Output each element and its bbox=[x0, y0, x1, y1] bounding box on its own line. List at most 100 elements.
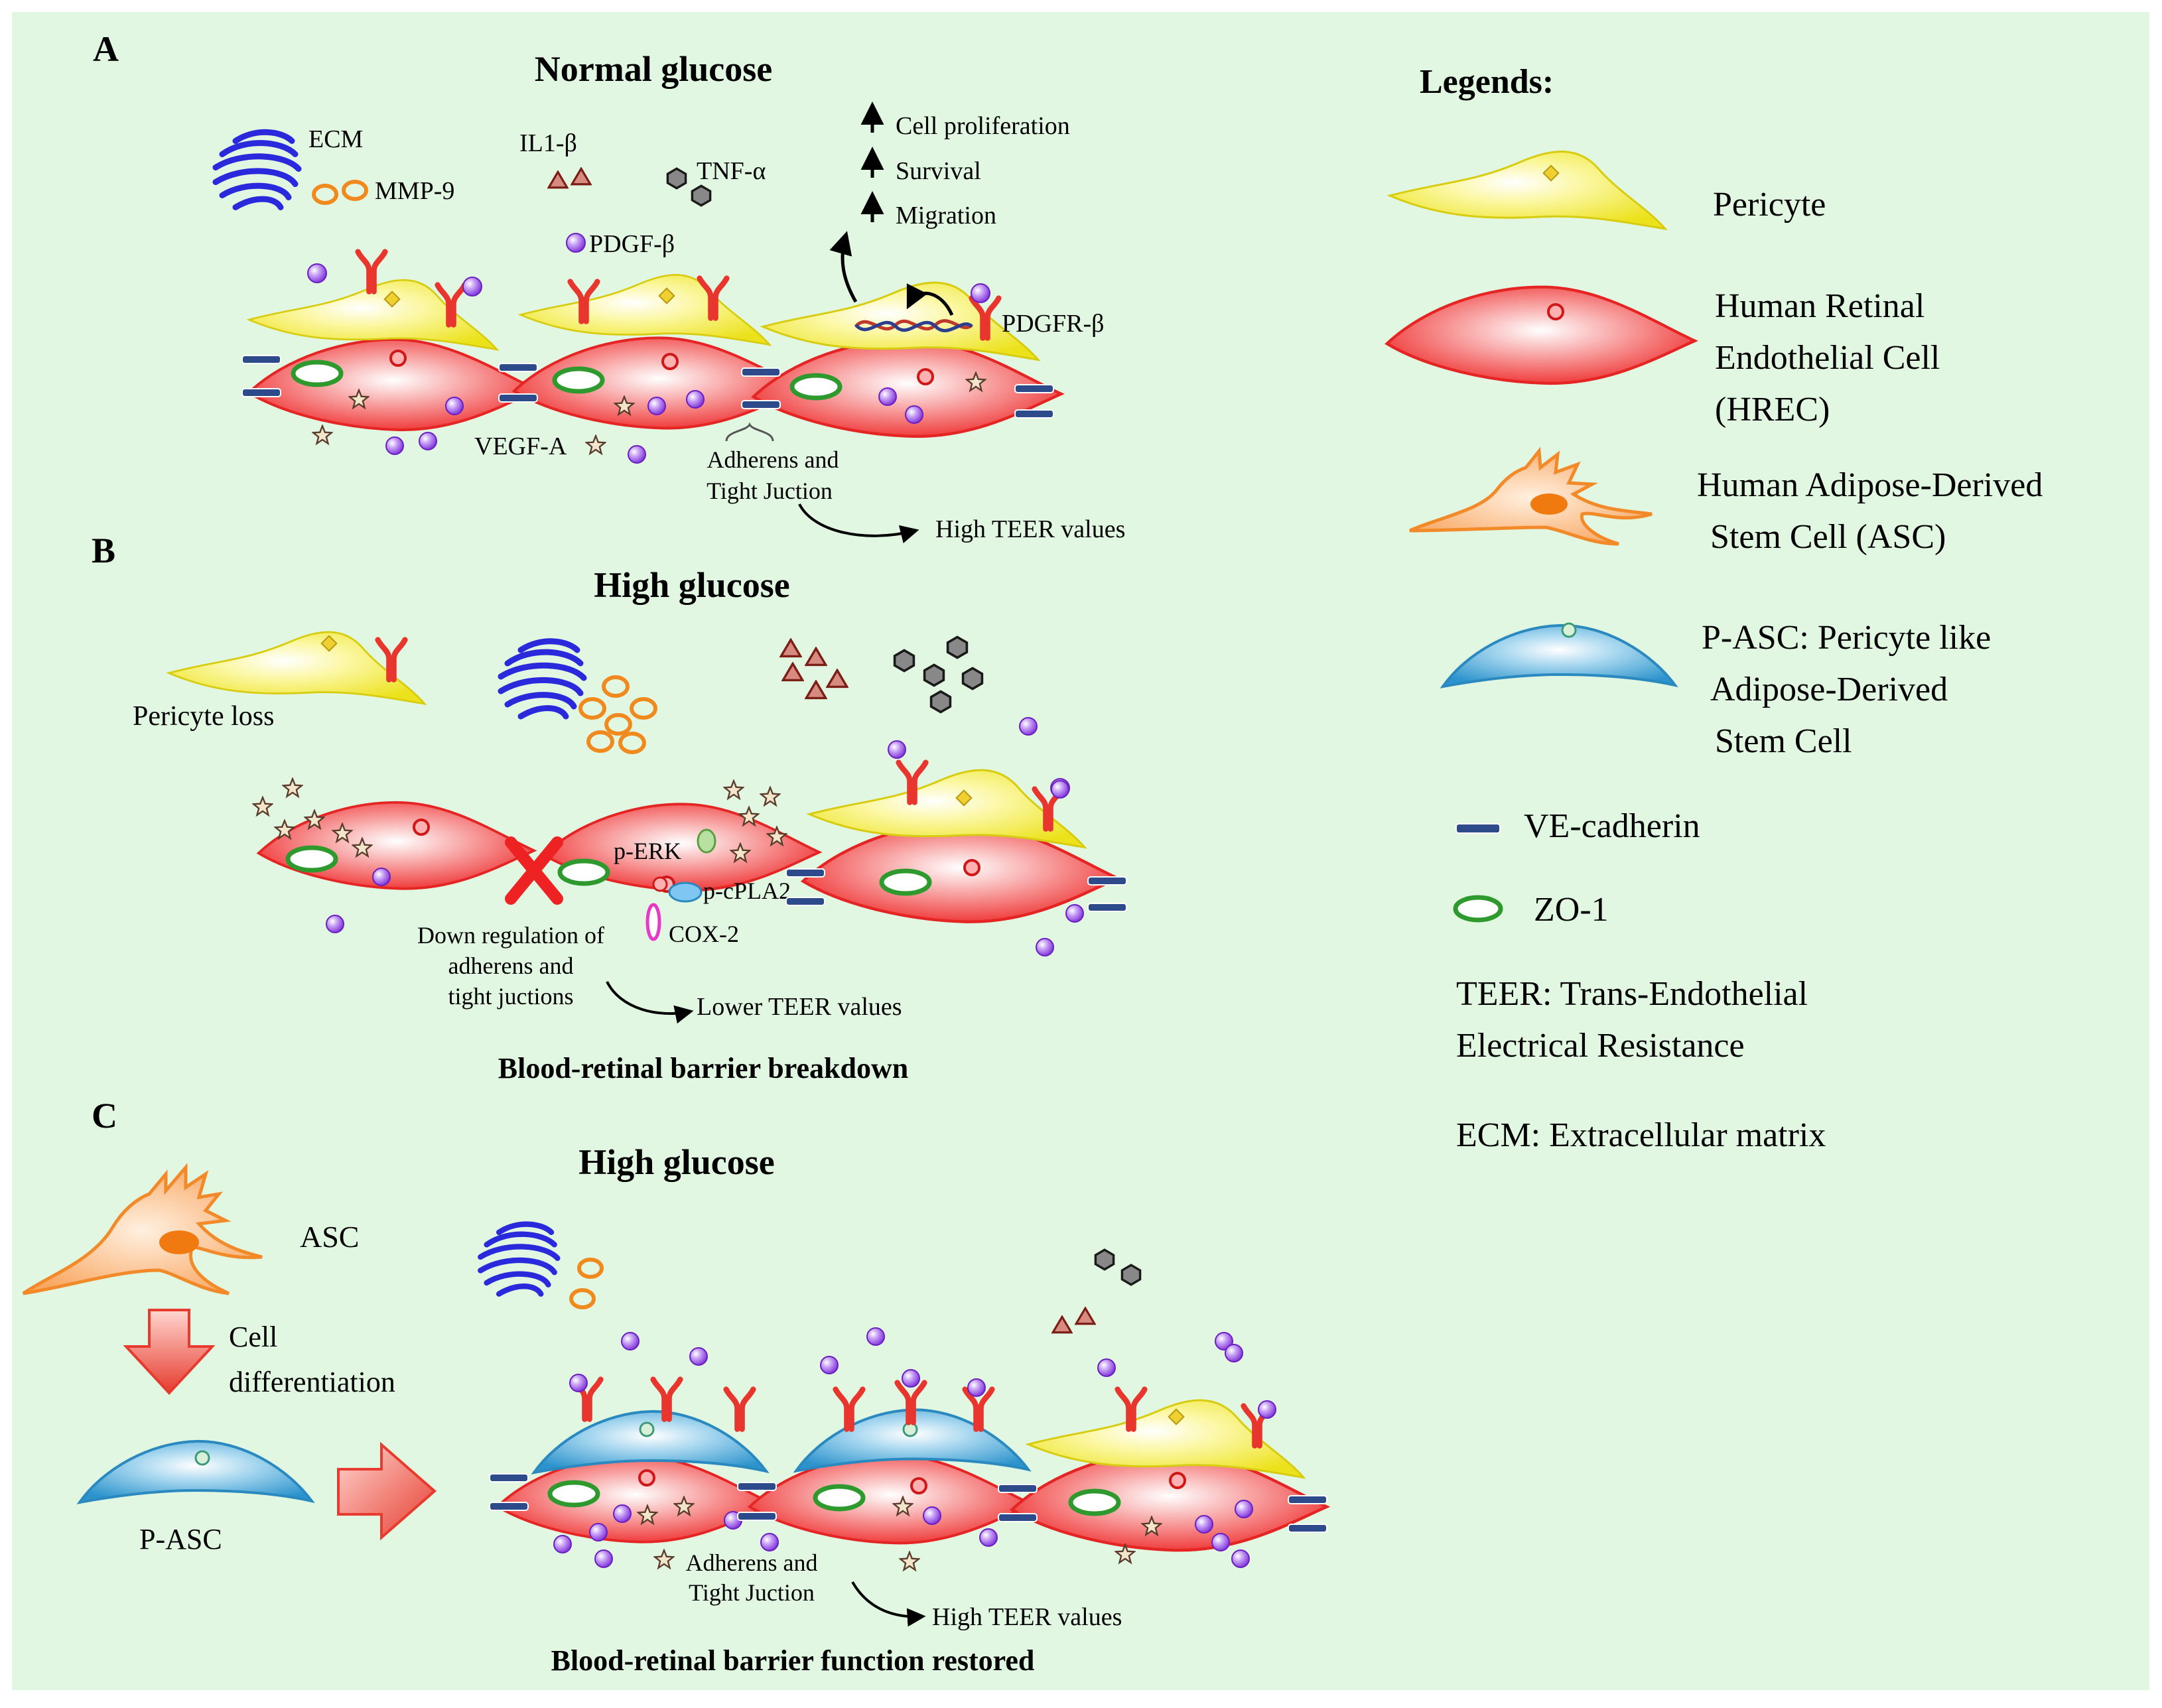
effect-label: Survival bbox=[896, 157, 981, 185]
pdgf-label: PDGF-β bbox=[589, 230, 675, 258]
hrec-nucleus bbox=[661, 353, 679, 370]
hrec-nucleus bbox=[963, 859, 980, 876]
asc-nucleus bbox=[1530, 493, 1568, 515]
pericyte-nucleus bbox=[1168, 1408, 1185, 1425]
effect-label: Migration bbox=[896, 202, 996, 230]
legend-teer-label: TEER: Trans-Endothelial bbox=[1456, 975, 1808, 1013]
pdgf-icon bbox=[1097, 1358, 1116, 1377]
teer-arrow bbox=[606, 981, 694, 1024]
effect-label: Cell proliferation bbox=[896, 112, 1070, 140]
legend-hrec-label: (HREC) bbox=[1715, 391, 1830, 428]
pdgf-icon bbox=[385, 436, 404, 455]
differentiation-label: differentiation bbox=[229, 1366, 395, 1398]
ecm-icon bbox=[480, 1224, 557, 1294]
panel-b: B High glucose Pericyte loss bbox=[92, 531, 1127, 1084]
pdgf-icon bbox=[594, 1549, 613, 1568]
pdgf-icon bbox=[888, 740, 906, 759]
differentiation-arrow bbox=[123, 1309, 216, 1395]
pdgf-icon bbox=[621, 1332, 640, 1350]
pcpla2-icon bbox=[668, 882, 703, 903]
pdgf-icon bbox=[760, 1533, 779, 1551]
hrec-nucleus bbox=[1547, 303, 1564, 320]
pdgf-icon bbox=[971, 283, 990, 303]
legend-zo1-icon bbox=[1453, 895, 1503, 923]
legend-zo1-label: ZO-1 bbox=[1534, 891, 1609, 929]
mmp9-icon bbox=[569, 1288, 596, 1309]
teer-label: Lower TEER values bbox=[697, 993, 902, 1021]
panel-b-caption: Blood-retinal barrier breakdown bbox=[498, 1052, 908, 1084]
legend-pericyte-icon bbox=[1388, 150, 1666, 230]
pericyte-nucleus bbox=[658, 287, 675, 304]
transplant-arrow bbox=[337, 1441, 437, 1541]
panel-c-letter: C bbox=[92, 1096, 117, 1136]
pdgf-icon bbox=[1215, 1332, 1233, 1350]
signal-arrow bbox=[906, 283, 954, 316]
ecm-label: ECM bbox=[308, 125, 363, 153]
pdgf-icon bbox=[1235, 1500, 1253, 1518]
panel-a-letter: A bbox=[93, 29, 119, 69]
zo1-icon bbox=[552, 366, 605, 394]
pdgf-icon bbox=[1211, 1533, 1230, 1551]
perk-icon bbox=[697, 828, 716, 854]
differentiation-label: Cell bbox=[229, 1321, 277, 1353]
legend-asc-label: Human Adipose-Derived bbox=[1697, 466, 2043, 504]
zo1-icon bbox=[291, 360, 344, 387]
panel-c: C High glucose ASC Cell differentiation … bbox=[22, 1096, 1327, 1677]
vegf-icon bbox=[585, 434, 606, 454]
hrec-nucleus bbox=[652, 876, 668, 892]
junction-brace bbox=[725, 422, 774, 442]
pdgf-icon bbox=[647, 397, 666, 415]
pdgf-icon bbox=[1231, 1549, 1250, 1568]
pdgf-icon bbox=[445, 397, 464, 415]
il1-icon bbox=[779, 638, 848, 700]
mmp9-icon bbox=[312, 184, 338, 205]
hrec-nucleus bbox=[910, 1477, 927, 1494]
pdgf-icon bbox=[686, 390, 705, 409]
pdgf-icon bbox=[307, 263, 327, 283]
panel-a: A Normal glucose ECM MMP-9 IL1-β TNF-α C… bbox=[93, 29, 1125, 544]
mmp9-label: MMP-9 bbox=[375, 177, 454, 205]
ecm-icon bbox=[501, 641, 584, 716]
junction-broken-icon bbox=[505, 836, 563, 905]
pdgf-lower-group bbox=[553, 1344, 1253, 1568]
legend-vecadherin-label: VE-cadherin bbox=[1524, 807, 1700, 845]
hrec-nucleus bbox=[413, 819, 430, 836]
tnf-icon bbox=[666, 167, 687, 190]
pdgf-icon bbox=[553, 1535, 572, 1553]
pdgf-icon bbox=[1036, 938, 1054, 956]
il1-icon bbox=[571, 167, 592, 186]
tnf-icon bbox=[1094, 1248, 1115, 1271]
hrec-nucleus bbox=[917, 368, 934, 385]
legend-asc-label: Stem Cell (ASC) bbox=[1710, 518, 1946, 556]
legend-ecm-label: ECM: Extracellular matrix bbox=[1456, 1116, 1826, 1154]
pdgf-icon bbox=[967, 1378, 986, 1397]
down-regulation-label: Down regulation of bbox=[417, 922, 604, 949]
legend-pasc-label: Adipose-Derived bbox=[1710, 671, 1948, 708]
pdgf-icon bbox=[566, 233, 586, 253]
vecadherin-icon bbox=[241, 355, 1054, 419]
tnf-icon bbox=[1120, 1264, 1142, 1286]
il1-icon bbox=[547, 170, 569, 189]
legend-pasc-label: Stem Cell bbox=[1715, 722, 1852, 760]
zo1-icon bbox=[813, 1484, 866, 1512]
pdgf-icon bbox=[979, 1528, 998, 1547]
cox2-icon bbox=[645, 903, 661, 941]
pericyte-cell bbox=[167, 631, 426, 705]
mmp9-icon bbox=[578, 675, 657, 754]
hrec-cell bbox=[257, 801, 535, 890]
hrec-nucleus bbox=[1169, 1472, 1186, 1489]
effect-arrow bbox=[829, 231, 858, 303]
tnf-icon bbox=[691, 184, 712, 207]
teer-label: High TEER values bbox=[932, 1603, 1122, 1631]
pdgf-icon bbox=[1225, 1344, 1243, 1362]
il1-label: IL1-β bbox=[519, 129, 577, 157]
legend-hrec-label: Human Retinal bbox=[1715, 287, 1925, 325]
pdgf-icon bbox=[923, 1506, 941, 1525]
pdgfr-label: PDGFR-β bbox=[1002, 310, 1105, 338]
legend-pericyte-label: Pericyte bbox=[1713, 186, 1826, 224]
pdgf-icon bbox=[589, 1523, 608, 1542]
cox2-label: COX-2 bbox=[669, 921, 739, 947]
asc-nucleus bbox=[159, 1230, 199, 1254]
panel-b-title: High glucose bbox=[594, 565, 790, 605]
junction-label: Adherens and bbox=[707, 446, 839, 473]
